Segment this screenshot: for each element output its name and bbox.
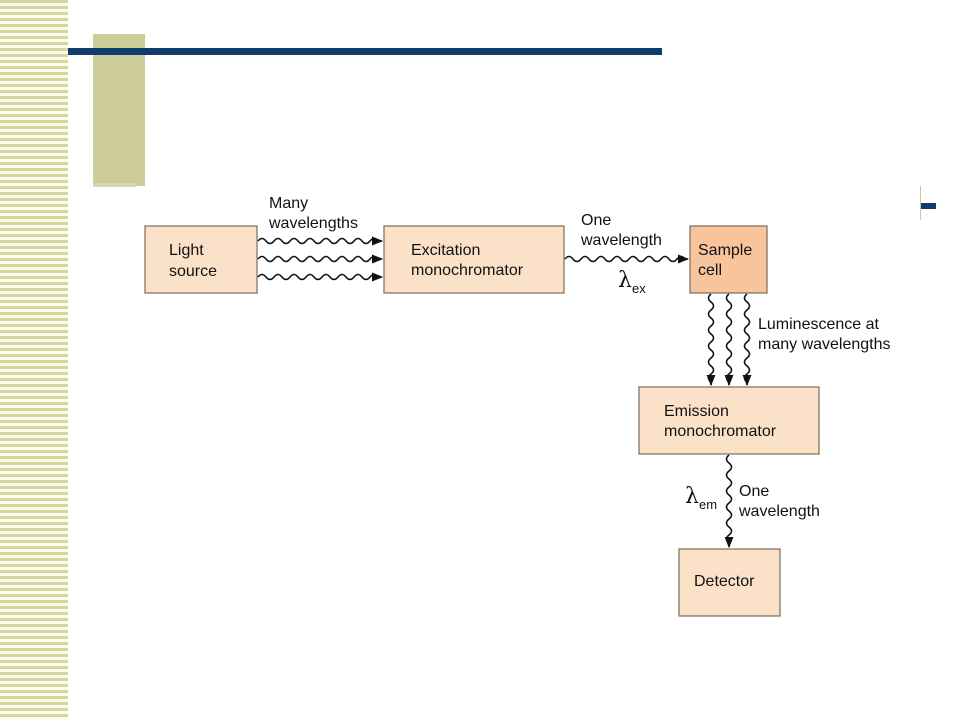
- title-rule: [68, 48, 662, 55]
- lambda-ex-subscript: ex: [632, 281, 646, 296]
- luminescence-line2: many wavelengths: [758, 336, 891, 353]
- one-wavelength-bottom-line2: wavelength: [738, 503, 820, 520]
- lambda-ex-symbol: λ: [618, 268, 632, 293]
- wavy-arrow-light-3: [257, 272, 384, 282]
- excitation-label-line1: Excitation: [411, 242, 480, 259]
- one-wavelength-bottom-line1: One: [739, 483, 769, 500]
- title-accent-shadow: [93, 183, 136, 187]
- excitation-monochromator-box: [383, 225, 565, 294]
- light-source-label-line1: Light: [169, 242, 204, 259]
- right-tick-line: [920, 186, 921, 220]
- decorative-stripe-bar: [0, 0, 68, 720]
- emission-label-line1: Emission: [664, 403, 729, 420]
- wavy-arrow-light-2: [257, 254, 384, 264]
- wavy-arrow-luminescence-1: [706, 293, 716, 387]
- many-wavelengths-line1: Many: [269, 195, 308, 212]
- wavy-arrow-luminescence-2: [724, 293, 734, 387]
- one-wavelength-top-line1: One: [581, 212, 611, 229]
- sample-cell-box: [689, 225, 768, 294]
- excitation-label-line2: monochromator: [411, 262, 524, 279]
- one-wavelength-top-line2: wavelength: [580, 232, 662, 249]
- emission-monochromator-box: [638, 386, 820, 455]
- wavy-arrow-excitation: [564, 254, 690, 264]
- sample-label-line2: cell: [698, 262, 722, 279]
- many-wavelengths-line2: wavelengths: [268, 215, 358, 232]
- light-source-label-line2: source: [169, 263, 217, 280]
- lambda-em-symbol: λ: [685, 484, 699, 509]
- detector-box: [678, 548, 781, 617]
- emission-label-line2: monochromator: [664, 423, 777, 440]
- right-tick-mark: [921, 203, 936, 209]
- detector-label: Detector: [694, 573, 755, 590]
- wavy-arrow-luminescence-3: [742, 293, 752, 387]
- wavy-arrow-light-1: [257, 236, 384, 246]
- title-accent-block: [93, 34, 145, 186]
- sample-label-line1: Sample: [698, 242, 752, 259]
- wavy-arrow-emission: [724, 454, 734, 549]
- luminescence-line1: Luminescence at: [758, 316, 880, 333]
- light-source-box: [144, 225, 258, 294]
- lambda-em-subscript: em: [699, 497, 717, 512]
